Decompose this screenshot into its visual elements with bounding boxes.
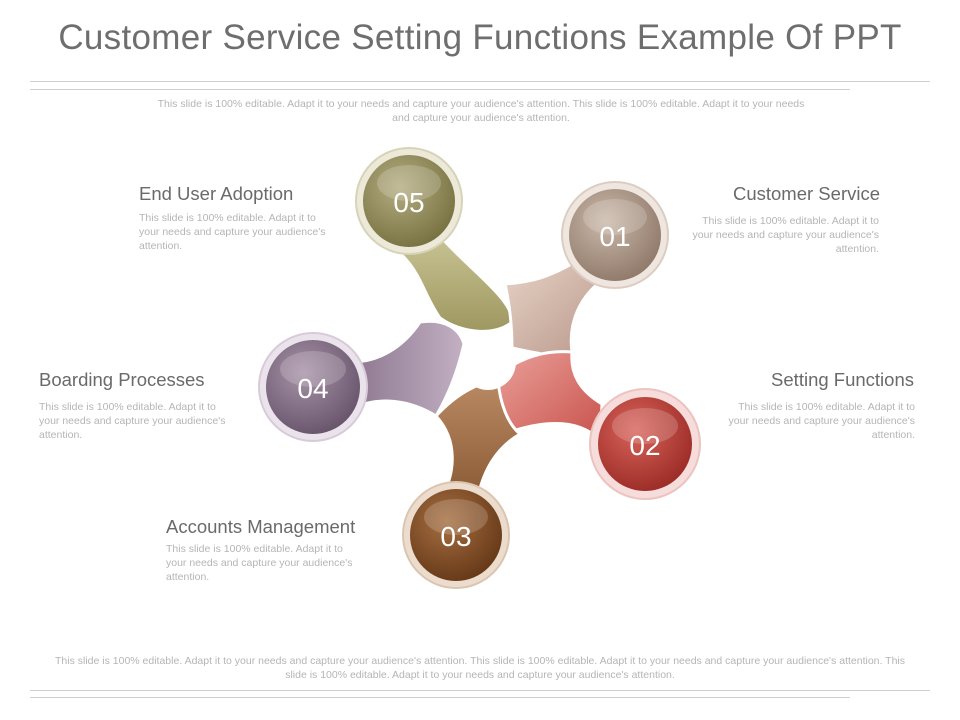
intro-text: This slide is 100% editable. Adapt it to… xyxy=(157,98,805,124)
circle-04: 04 xyxy=(258,332,368,442)
label-boarding-processes: Boarding Processes xyxy=(39,369,205,390)
label-setting-functions: Setting Functions xyxy=(771,369,914,390)
footer-text: This slide is 100% editable. Adapt it to… xyxy=(55,655,905,681)
number-03: 03 xyxy=(440,521,471,552)
label-accounts-management: Accounts Management xyxy=(166,516,356,537)
label-end-user-adoption: End User Adoption xyxy=(139,183,294,204)
footer-divider-secondary xyxy=(30,697,850,698)
number-05: 05 xyxy=(393,187,424,218)
arm-05 xyxy=(374,234,514,333)
text-customer-service: This slide is 100% editable. Adapt it to… xyxy=(692,215,879,255)
text-accounts-management: This slide is 100% editable. Adapt it to… xyxy=(166,543,353,583)
text-setting-functions: This slide is 100% editable. Adapt it to… xyxy=(728,401,915,441)
arm-04 xyxy=(350,319,466,419)
footer-divider xyxy=(30,690,930,691)
text-end-user-adoption: This slide is 100% editable. Adapt it to… xyxy=(139,212,326,252)
text-boarding-processes: This slide is 100% editable. Adapt it to… xyxy=(39,401,226,441)
circle-05: 05 xyxy=(355,147,463,255)
number-02: 02 xyxy=(629,430,660,461)
title-divider-secondary xyxy=(30,89,850,90)
circle-02: 02 xyxy=(589,388,701,500)
number-04: 04 xyxy=(297,373,328,404)
slide-title: Customer Service Setting Functions Examp… xyxy=(58,18,902,57)
circle-01: 01 xyxy=(561,181,669,289)
center-hole xyxy=(460,334,516,390)
title-divider xyxy=(30,81,930,82)
label-customer-service: Customer Service xyxy=(732,183,880,204)
number-01: 01 xyxy=(599,221,630,252)
circle-03: 03 xyxy=(402,481,510,589)
